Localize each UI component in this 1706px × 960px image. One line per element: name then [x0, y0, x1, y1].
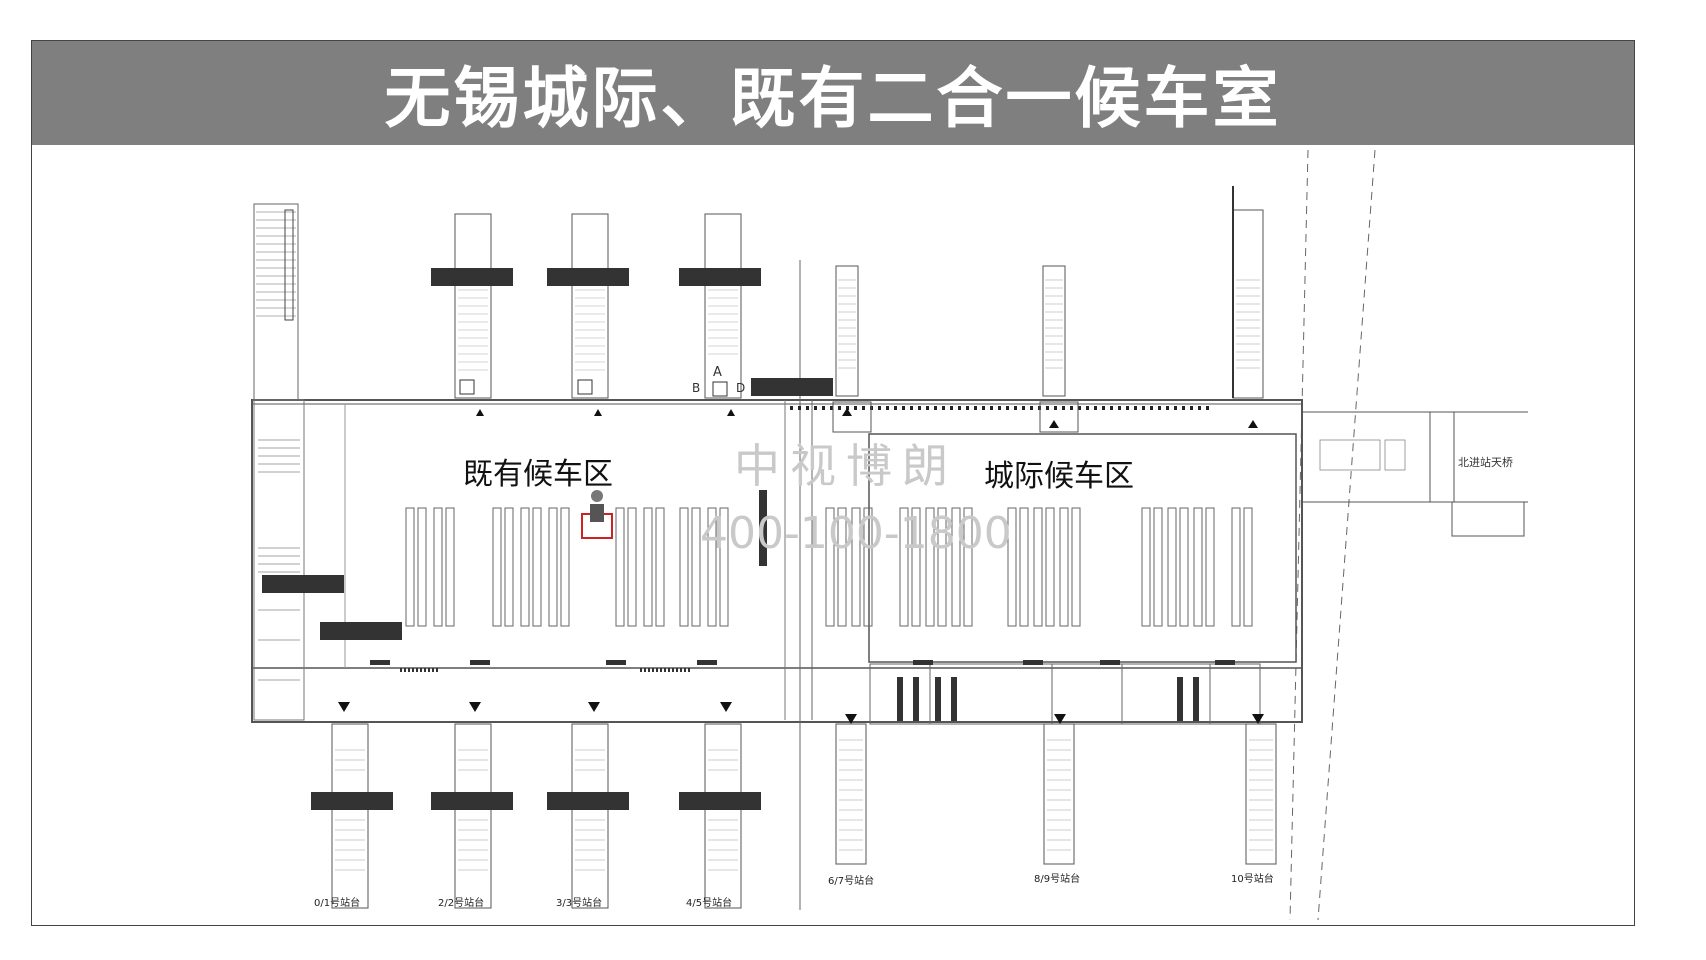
bottom-corridor-fixtures: [370, 660, 1235, 721]
ad-blocks-top: [431, 268, 833, 396]
platform-label-4: 4/5号站台: [686, 896, 732, 909]
seating-intercity: [825, 507, 1253, 627]
ad-blocks-bottom: [311, 792, 761, 810]
left-stair-treads: [256, 211, 296, 317]
intercity-inner-room: [868, 433, 1297, 663]
seating-existing: [405, 507, 729, 627]
existing-zone-counter: [759, 490, 767, 566]
entry-arrows-top: [476, 408, 1258, 428]
main-hall-outline: [251, 399, 1303, 723]
north-bridge-connector: [1301, 411, 1528, 537]
left-service-rooms: [253, 399, 305, 721]
door-label-d: D: [736, 381, 745, 395]
door-label-a: A: [713, 365, 722, 380]
top-escalator-6: [1232, 186, 1264, 399]
door-label-b: B: [692, 381, 700, 395]
dashed-guide-1: [1289, 149, 1309, 921]
diagram-frame: 无锡城际、既有二合一候车室: [31, 40, 1635, 926]
bottom-escalators: [331, 723, 1277, 909]
top-escalator-2: [571, 213, 609, 399]
watermark-phone: 400-100-1800: [700, 508, 1012, 559]
top-escalator-4: [835, 265, 859, 397]
platform-label-5: 6/7号站台: [828, 874, 874, 887]
page-title: 无锡城际、既有二合一候车室: [384, 60, 1282, 137]
highlight-ad-spot: [581, 490, 613, 539]
top-escalator-3: [704, 213, 742, 399]
exit-arrows-bottom: [338, 702, 1264, 724]
platform-label-6: 8/9号站台: [1034, 872, 1080, 885]
north-bridge-label: 北进站天桥: [1458, 455, 1513, 469]
watermark-name: 中视博朗: [734, 439, 958, 493]
platform-label-7: 10号站台: [1231, 872, 1274, 885]
platform-label-2: 2/2号站台: [438, 896, 484, 909]
ad-blocks-left: [262, 575, 402, 640]
title-bar: 无锡城际、既有二合一候车室: [32, 41, 1634, 145]
top-escalator-1: [454, 213, 492, 399]
bottom-corridor-rooms: [869, 663, 1261, 725]
platform-label-1: 0/1号站台: [314, 896, 360, 909]
dashed-guide-2: [1317, 149, 1376, 921]
zone-label-existing: 既有候车区: [463, 457, 613, 492]
bottom-escalator-treads: [335, 739, 1273, 871]
zone-label-intercity: 城际候车区: [984, 459, 1134, 494]
platform-label-3: 3/3号站台: [556, 896, 602, 909]
top-escalator-5: [1042, 265, 1066, 397]
left-stair-block: [253, 203, 299, 401]
